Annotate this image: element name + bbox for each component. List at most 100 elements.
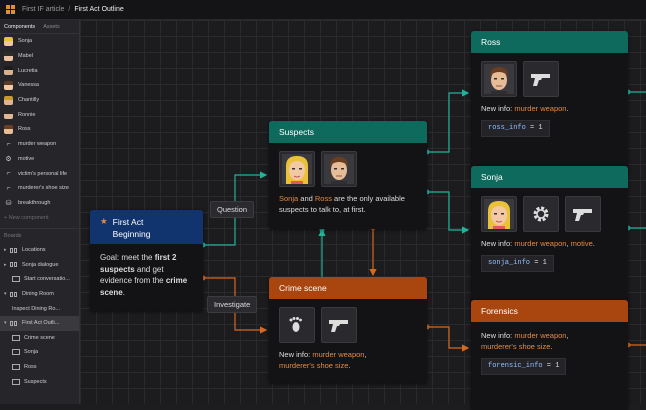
board-item-crime-scene[interactable]: Crime scene [0,331,79,346]
component-item-motive[interactable]: ⚙motive [5,155,35,163]
board-icon [12,349,20,356]
component-item-breakthrough[interactable]: ⛁breakthrough [5,199,51,207]
board-item-first-act-outline[interactable]: ▾First Act Outli... [0,315,79,331]
avatar-ross[interactable] [481,61,517,97]
expand-caret-icon[interactable]: ▸ [4,247,7,254]
star-icon: ★ [100,216,108,226]
component-item-victims-personal-life[interactable]: ⌐victim's personal life [0,166,79,181]
board-item-inspect-dining-room[interactable]: Inspect Dining Ro... [12,305,60,312]
node-body: New info: murder weapon, motive. sonja_i… [471,188,628,280]
node-title: Ross [481,37,501,47]
node-crime-scene[interactable]: Crime scene New info: murder weapon,murd… [269,277,427,383]
variable-assignment[interactable]: sonja_info = 1 [481,255,554,272]
component-item-ronnie[interactable]: Ronnie [0,107,79,122]
expand-caret-icon[interactable]: ▸ [4,261,7,268]
gun-icon: ⌐ [6,184,11,192]
gun-icon: ⌐ [6,170,11,178]
node-suspects[interactable]: Suspects Sonja and Ross are the only ava… [269,121,427,229]
gun-icon[interactable] [321,307,357,343]
component-item-lucretia[interactable]: Lucretia [0,63,79,78]
node-title: Sonja [481,172,503,182]
app-logo-icon[interactable] [6,5,15,14]
gun-icon[interactable] [523,61,559,97]
node-header: Sonja [471,166,628,188]
board-item-ross[interactable]: Ross [0,360,79,375]
board-icon [12,276,20,283]
sidebar-tabs: Components Assets [0,20,79,34]
top-bar: First IF article / First Act Outline [0,0,646,20]
board-icon [12,334,20,341]
avatar-ross [4,124,13,134]
node-forensics[interactable]: Forensics New info: murder weapon,murder… [471,300,628,410]
board-group-icon [10,262,18,268]
breadcrumb-board[interactable]: First Act Outline [74,6,124,13]
node-body: New info: murder weapon,murderer's shoe … [471,322,628,383]
component-thumbs [279,307,417,343]
avatar-sonja[interactable] [481,196,517,232]
boards-header: Boards [0,227,79,243]
board-item-sonja-dialogue[interactable]: ▸Sonja dialogue [4,261,59,268]
node-body: Goal: meet the first 2 suspects and get … [100,253,188,297]
gun-icon[interactable] [565,196,601,232]
board-item-start-conversation[interactable]: Start conversatio... [0,272,79,287]
node-ross[interactable]: Ross New info: murder weapon. ross_info … [471,31,628,174]
breadcrumb-project[interactable]: First IF article [22,6,65,13]
component-item-murderers-shoe-size[interactable]: ⌐murderer's shoe size [0,181,79,196]
node-header: Ross [471,31,628,53]
board-list: ▸Locations ▸Sonja dialogue Start convers… [0,243,79,389]
connection-label-investigate[interactable]: Investigate [207,296,258,313]
board-group-icon [10,291,18,297]
gear-icon[interactable] [523,196,559,232]
node-body: New info: murder weapon. ross_info = 1 [471,53,628,145]
tab-components[interactable]: Components [4,23,36,30]
component-item-sonja[interactable]: Sonja [0,34,79,49]
node-sonja[interactable]: Sonja New info: murder weapon, motive. s… [471,166,628,307]
board-group-icon [10,320,18,326]
board-icon [12,363,20,370]
new-component-button[interactable]: + New component [4,214,49,221]
component-list: Sonja Mabel Lucretia Vanessa Chantilly R… [0,34,79,225]
avatar-lucretia [4,66,13,76]
footprint-icon[interactable] [279,307,315,343]
board-group-icon [10,247,18,253]
node-title: Suspects [279,127,314,137]
component-item-chantilly[interactable]: Chantilly [0,93,79,108]
component-item-ross[interactable]: Ross [0,122,79,137]
avatar-vanessa [4,80,13,90]
avatar-sonja[interactable] [279,151,315,187]
board-icon [12,378,20,385]
sidebar: Components Assets Sonja Mabel Lucretia V… [0,20,80,404]
connection-label-question[interactable]: Question [210,201,255,218]
board-item-dining-room[interactable]: ▾Dining Room [4,291,54,298]
collapse-caret-icon[interactable]: ▾ [4,320,7,327]
variable-assignment[interactable]: ross_info = 1 [481,120,550,137]
component-thumbs [481,61,618,97]
node-header: Suspects [269,121,427,143]
breadcrumb-separator: / [68,6,71,13]
avatar-ross[interactable] [321,151,357,187]
database-icon: ⛁ [5,199,12,207]
avatar-chantilly [4,95,13,105]
node-body: Sonja and Ross are the only available su… [269,143,427,223]
collapse-caret-icon[interactable]: ▾ [4,291,7,298]
board-item-suspects[interactable]: Suspects [0,374,79,389]
component-thumbs [481,196,618,232]
component-item-murder-weapon[interactable]: ⌐murder weapon [0,137,79,152]
component-item-mabel[interactable]: Mabel [0,49,79,64]
gear-icon: ⚙ [5,155,12,163]
variable-assignment[interactable]: forensic_info = 1 [481,358,567,375]
gun-icon: ⌐ [6,140,11,148]
avatar-ronnie [4,110,13,120]
node-header: Crime scene [269,277,427,299]
board-item-sonja[interactable]: Sonja [0,345,79,360]
avatar-sonja [4,36,13,46]
board-item-locations[interactable]: ▸Locations [4,247,46,254]
avatar-mabel [4,51,13,61]
node-header: Forensics [471,300,628,322]
tab-assets[interactable]: Assets [43,23,60,30]
component-item-vanessa[interactable]: Vanessa [0,78,79,93]
node-title: Forensics [481,306,518,316]
